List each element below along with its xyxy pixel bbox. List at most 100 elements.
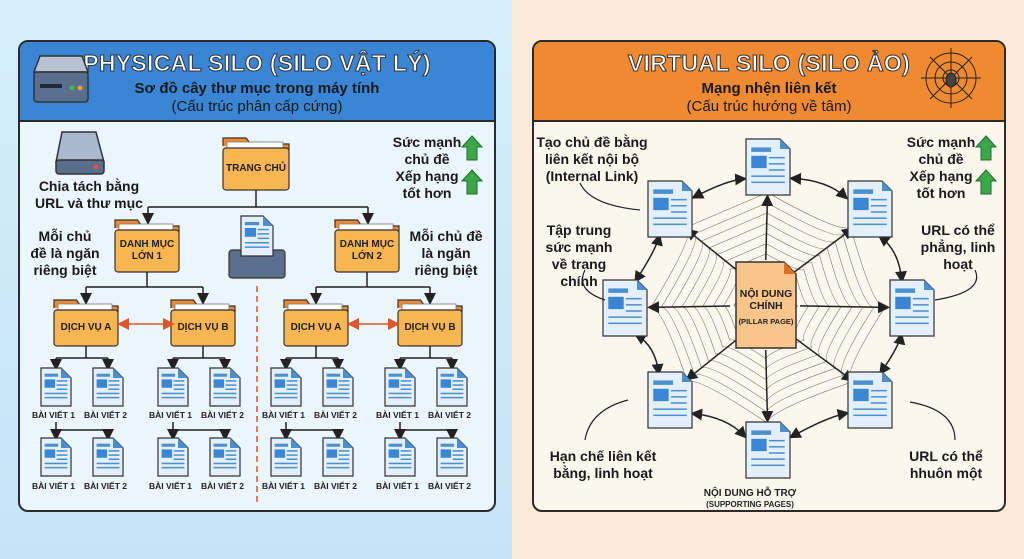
pillar-page <box>735 261 797 349</box>
physical-subtitle: Sơ đồ cây thư mục trong máy tính <box>134 80 380 97</box>
post-label: BÀI VIẾT 1 <box>376 481 419 491</box>
link-arrow <box>788 409 850 439</box>
post-label: BÀI VIẾT 2 <box>428 410 471 420</box>
supporting-page-icon <box>847 371 893 429</box>
post-document-icon <box>209 437 241 477</box>
virtual-title: VIRTUAL SILO (SILO ẢO) <box>627 50 911 77</box>
supporting-page-icon <box>745 421 791 479</box>
post-document-icon <box>270 437 302 477</box>
virtual-header: VIRTUAL SILO (SILO ẢO) Mạng nhện liên kế… <box>534 42 1004 122</box>
physical-header: PHYSICAL SILO (SILO VẬT LÝ) Sơ đồ cây th… <box>20 42 494 122</box>
post-label: BÀI VIẾT 1 <box>262 481 305 491</box>
supporting-page-icon <box>647 371 693 429</box>
post-label: BÀI VIẾT 1 <box>149 410 192 420</box>
arrow-up-icon <box>460 135 484 161</box>
note-focus-strength: Tập trung sức mạnh về trang chính <box>545 222 613 289</box>
document-icon <box>240 215 274 257</box>
note-separate-left: Mỗi chủ đề là ngăn riêng biệt <box>30 228 100 278</box>
post-document-icon <box>270 367 302 407</box>
virtual-benefit-topic-strength: Sức mạnh chủ đề <box>906 134 976 167</box>
folder-service-a-label: DỊCH VỤ A <box>290 322 342 333</box>
benefit-better-ranking: Xếp hạng tốt hơn <box>395 168 459 201</box>
post-document-icon <box>40 367 72 407</box>
note-flat-url: URL có thể phẳng, linh hoạt <box>920 222 996 272</box>
note-separate-right: Mỗi chủ đề là ngăn riêng biệt <box>409 228 483 278</box>
post-document-icon <box>92 367 124 407</box>
arrow-up-icon <box>460 169 484 195</box>
supporting-label-en: (SUPPORTING PAGES) <box>706 500 794 509</box>
annotation-leader-line <box>909 401 956 441</box>
post-document-icon <box>157 367 189 407</box>
note-internal-link: Tạo chủ đề bằng liên kết nội bộ (Interna… <box>536 134 648 184</box>
link-arrow <box>877 234 907 284</box>
folder-home <box>222 137 290 191</box>
arrow-up-icon <box>974 135 998 161</box>
link-arrow <box>879 332 906 376</box>
post-label: BÀI VIẾT 2 <box>84 481 127 491</box>
annotation-leader-line <box>579 182 641 211</box>
supporting-page-icon <box>889 279 935 337</box>
post-label: BÀI VIẾT 2 <box>314 410 357 420</box>
link-arrow <box>634 233 663 284</box>
link-arrow <box>789 172 849 200</box>
post-label: BÀI VIẾT 1 <box>376 410 419 420</box>
post-document-icon <box>322 367 354 407</box>
note-url-folder: Chia tách bằng URL và thư mục <box>35 178 143 211</box>
folder-category-1-label: DANH MỤC LỚN 1 <box>119 239 175 262</box>
hard-drive-icon <box>32 55 90 103</box>
spider-web-icon <box>921 48 981 108</box>
post-label: BÀI VIẾT 2 <box>201 410 244 420</box>
folder-home-label: TRANG CHỦ <box>226 163 286 174</box>
post-label: BÀI VIẾT 2 <box>201 481 244 491</box>
post-label: BÀI VIẾT 1 <box>149 481 192 491</box>
folder-service-b-label: DỊCH VỤ B <box>404 322 456 333</box>
post-label: BÀI VIẾT 1 <box>262 410 305 420</box>
annotation-leader-line <box>584 399 629 441</box>
folder-service-b <box>397 299 463 347</box>
virtual-subtitle: Mạng nhện liên kết <box>701 80 837 97</box>
supporting-page-icon <box>602 279 648 337</box>
link-arrow <box>691 173 748 199</box>
link-arrow <box>633 333 664 377</box>
post-document-icon <box>209 367 241 407</box>
post-label: BÀI VIẾT 2 <box>84 410 127 420</box>
post-document-icon <box>436 367 468 407</box>
arrow-up-icon <box>974 169 998 195</box>
virtual-benefit-better-ranking: Xếp hạng tốt hơn <box>909 168 973 201</box>
post-label: BÀI VIẾT 2 <box>428 481 471 491</box>
post-label: BÀI VIẾT 1 <box>32 410 75 420</box>
post-label: BÀI VIẾT 1 <box>32 481 75 491</box>
benefit-topic-strength: Sức mạnh chủ đề <box>392 134 462 167</box>
folder-service-a-label: DỊCH VỤ A <box>60 322 112 333</box>
disk-icon <box>55 131 105 175</box>
folder-category-1 <box>114 219 180 273</box>
post-document-icon <box>40 437 72 477</box>
post-document-icon <box>157 437 189 477</box>
annotation-leader-line <box>581 269 606 301</box>
annotation-leader-line <box>934 269 978 301</box>
supporting-label: NỘI DUNG HỖ TRỢ <box>703 488 797 499</box>
supporting-page-icon <box>745 138 791 196</box>
virtual-subtitle2: (Cấu trúc hướng về tâm) <box>686 98 852 115</box>
folder-category-2-label: DANH MỤC LỚN 2 <box>339 239 395 262</box>
post-document-icon <box>322 437 354 477</box>
folder-service-b-label: DỊCH VỤ B <box>177 322 229 333</box>
folder-service-b <box>170 299 236 347</box>
pillar-label-en: (PILLAR PAGE) <box>738 317 794 326</box>
post-document-icon <box>92 437 124 477</box>
note-url-uniform: URL có thể hhuôn một <box>909 448 983 481</box>
physical-subtitle2: (Cấu trúc phân cấp cứng) <box>171 98 343 115</box>
post-document-icon <box>384 437 416 477</box>
post-document-icon <box>384 367 416 407</box>
note-limit-links: Hạn chế liên kết bằng, linh hoạt <box>549 448 657 481</box>
physical-title: PHYSICAL SILO (SILO VẬT LÝ) <box>83 50 431 77</box>
pillar-label: NỘI DUNG CHÍNH <box>739 288 793 312</box>
folder-service-a <box>283 299 349 347</box>
post-document-icon <box>436 437 468 477</box>
supporting-page-icon <box>647 180 693 238</box>
post-label: BÀI VIẾT 2 <box>314 481 357 491</box>
link-arrow <box>690 408 747 439</box>
physical-silo-panel: PHYSICAL SILO (SILO VẬT LÝ) Sơ đồ cây th… <box>18 40 496 512</box>
supporting-page-icon <box>847 180 893 238</box>
